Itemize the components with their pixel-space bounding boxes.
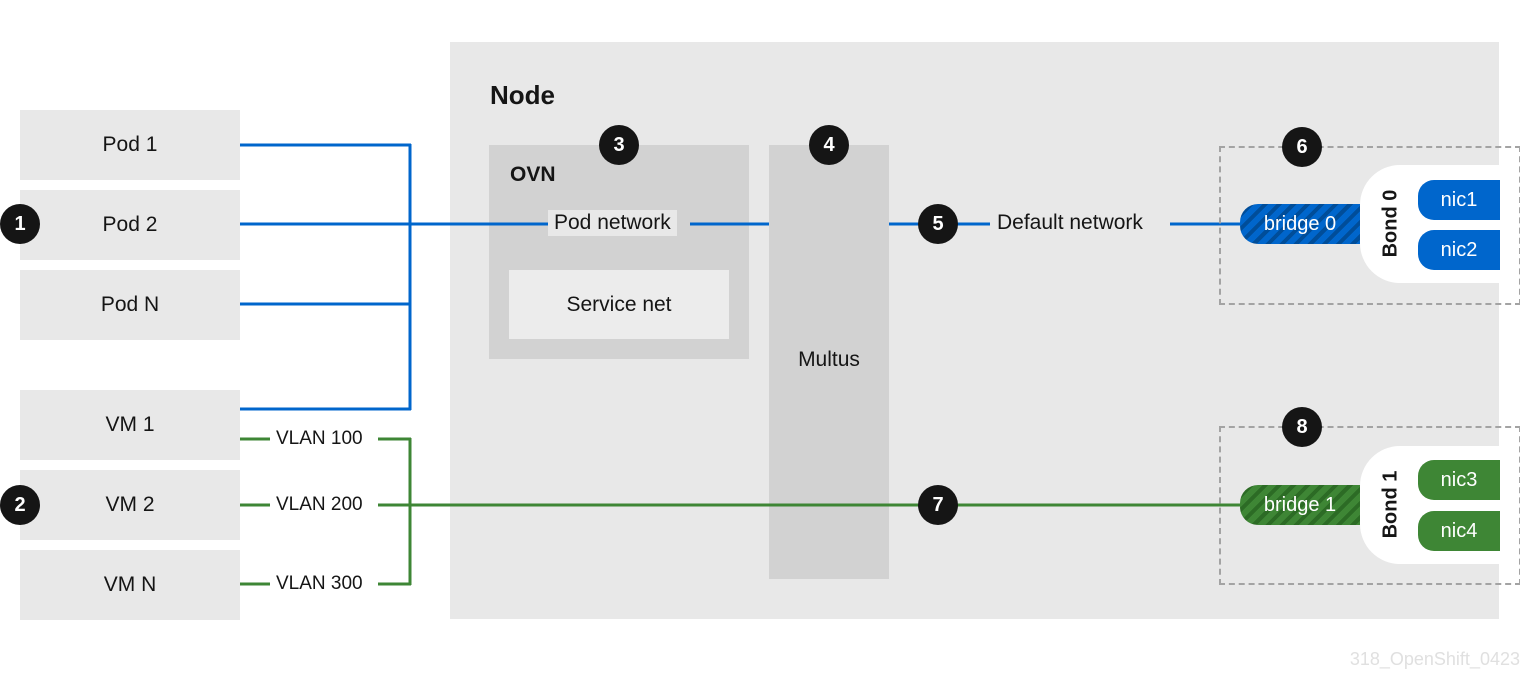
badge-3: 3 [599,125,639,165]
badge-8: 8 [1282,407,1322,447]
multus-label: Multus [798,348,860,371]
multus-box [769,145,889,579]
bridge-0-box: bridge 0 [1240,204,1360,244]
ovn-title: OVN [510,163,556,186]
node-title: Node [490,80,555,110]
vlan-300-label: VLAN 300 [272,572,367,596]
nic4-box: nic4 [1418,511,1500,551]
badge-7: 7 [918,485,958,525]
service-net-box: Service net [509,270,729,339]
bridge-1-box: bridge 1 [1240,485,1360,525]
green-lines [240,437,1245,586]
vlan-100-label: VLAN 100 [272,427,367,451]
vm-2-box: VM 2 [20,470,240,540]
nic3-box: nic3 [1418,460,1500,500]
vm-n-box: VM N [20,550,240,620]
nic1-box: nic1 [1418,180,1500,220]
badge-4: 4 [809,125,849,165]
blue-lines [240,143,1245,411]
bond-0-label: Bond 0 [1379,189,1402,258]
pod-network-label: Pod network [548,210,677,236]
default-network-label: Default network [991,210,1149,236]
vm-1-box: VM 1 [20,390,240,460]
bond-1-label: Bond 1 [1379,470,1402,539]
nic2-box: nic2 [1418,230,1500,270]
figure-id-watermark: 318_OpenShift_0423 [1349,649,1520,669]
pod-2-box: Pod 2 [20,190,240,260]
badge-6: 6 [1282,127,1322,167]
vlan-200-label: VLAN 200 [272,493,367,517]
pod-1-box: Pod 1 [20,110,240,180]
badge-2: 2 [0,485,40,525]
badge-5: 5 [918,204,958,244]
pod-n-box: Pod N [20,270,240,340]
badge-1: 1 [0,204,40,244]
